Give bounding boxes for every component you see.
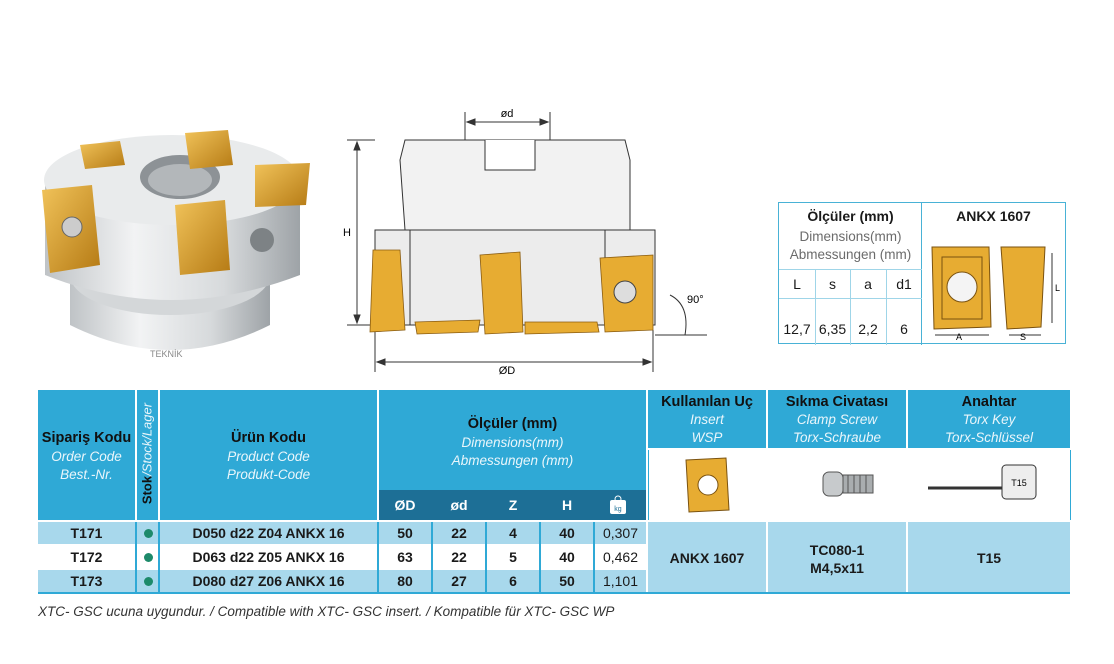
screw-value-cell: TC080-1 M4,5x11 xyxy=(768,522,906,592)
value-OD: 80 xyxy=(397,573,413,589)
label-od-bottom: ØD xyxy=(499,365,516,377)
insert-dims-subtitle-de: Abmessungen (mm) xyxy=(789,247,912,262)
value-OD: 63 xyxy=(397,549,413,565)
order-code: T172 xyxy=(70,549,103,565)
dim-header-a: a xyxy=(864,276,872,292)
order-code: T173 xyxy=(70,573,103,589)
product-code: D050 d22 Z04 ANKX 16 xyxy=(192,525,345,541)
dim-value-l: 12,7 xyxy=(783,321,811,337)
value-od: 22 xyxy=(451,525,467,541)
subheader-OD: ØD xyxy=(394,497,416,513)
value-weight: 0,462 xyxy=(602,549,639,565)
insert-dims-title: Ölçüler (mm) xyxy=(807,208,894,224)
stock-indicator xyxy=(144,577,153,586)
stock-indicator xyxy=(144,529,153,538)
insert-dimensions-box: Ölçüler (mm) Dimensions(mm) Abmessungen … xyxy=(778,202,1066,345)
technical-drawing: ød H ØD 90° xyxy=(343,108,707,377)
dim-value-a: 2,2 xyxy=(858,321,878,337)
value-od: 27 xyxy=(451,573,467,589)
subheader-od: ød xyxy=(450,497,468,513)
value-weight: 0,307 xyxy=(602,525,639,541)
value-weight: 1,101 xyxy=(602,573,639,589)
svg-text:T15: T15 xyxy=(1011,478,1027,488)
product-code: D080 d27 Z06 ANKX 16 xyxy=(192,573,345,589)
value-OD: 50 xyxy=(397,525,413,541)
order-code: T171 xyxy=(70,525,103,541)
value-h: 50 xyxy=(559,573,575,589)
milling-cutter-render: TEKNİK xyxy=(42,130,310,359)
insert-value-cell: ANKX 1607 xyxy=(648,522,766,592)
header-torx-key: Anahtar Torx Key Torx-Schlüssel xyxy=(908,390,1070,448)
insert-image-cell xyxy=(648,450,767,520)
label-h: H xyxy=(343,227,351,239)
dim-value-d1: 6 xyxy=(900,321,908,337)
header-product-code: Ürün Kodu Product Code Produkt-Code xyxy=(160,390,377,520)
svg-text:kg: kg xyxy=(614,506,622,513)
label-od-top: ød xyxy=(501,108,514,120)
insert-label-s: S xyxy=(1020,332,1026,342)
stock-indicator xyxy=(144,553,153,562)
subheader-h: H xyxy=(561,497,573,513)
key-value-cell: T15 xyxy=(908,522,1070,592)
dim-value-s: 6,35 xyxy=(818,321,847,337)
key-image-cell: T15 xyxy=(908,450,1071,520)
insert-drawing: A L S xyxy=(931,246,1060,342)
screw-image-cell xyxy=(768,450,906,520)
insert-dims-subtitle-en: Dimensions(mm) xyxy=(799,229,902,244)
header-dimensions: Ölçüler (mm) Dimensions(mm) Abmessungen … xyxy=(379,390,646,490)
dim-header-d1: d1 xyxy=(896,276,912,292)
header-stock: Stok/Stock/Lager xyxy=(137,390,158,520)
value-od: 22 xyxy=(451,549,467,565)
insert-label-l: L xyxy=(1055,283,1060,293)
value-z: 5 xyxy=(509,549,517,565)
dim-header-l: L xyxy=(793,276,801,292)
weight-icon: kg xyxy=(607,494,629,516)
value-z: 4 xyxy=(509,525,517,541)
brand-logo: TEKNİK xyxy=(150,349,183,359)
dim-header-s: s xyxy=(829,276,836,292)
value-z: 6 xyxy=(509,573,517,589)
table-row xyxy=(38,546,646,568)
product-table: Sipariş Kodu Order Code Best.-Nr. Stok/S… xyxy=(38,390,1071,598)
insert-name-header: ANKX 1607 xyxy=(956,208,1031,224)
header-clamp-screw: Sıkma Civatası Clamp Screw Torx-Schraube xyxy=(768,390,906,448)
header-insert: Kullanılan Uç Insert WSP xyxy=(648,390,766,448)
product-code: D063 d22 Z05 ANKX 16 xyxy=(192,549,345,565)
label-angle: 90° xyxy=(687,294,704,306)
footnote: XTC- GSC ucuna uygundur. / Compatible wi… xyxy=(38,604,615,619)
table-row xyxy=(38,522,646,544)
value-h: 40 xyxy=(559,549,575,565)
insert-label-a: A xyxy=(956,332,962,342)
table-row xyxy=(38,570,646,592)
header-order-code: Sipariş Kodu Order Code Best.-Nr. xyxy=(38,390,135,520)
subheader-z: Z xyxy=(508,497,518,513)
value-h: 40 xyxy=(559,525,575,541)
